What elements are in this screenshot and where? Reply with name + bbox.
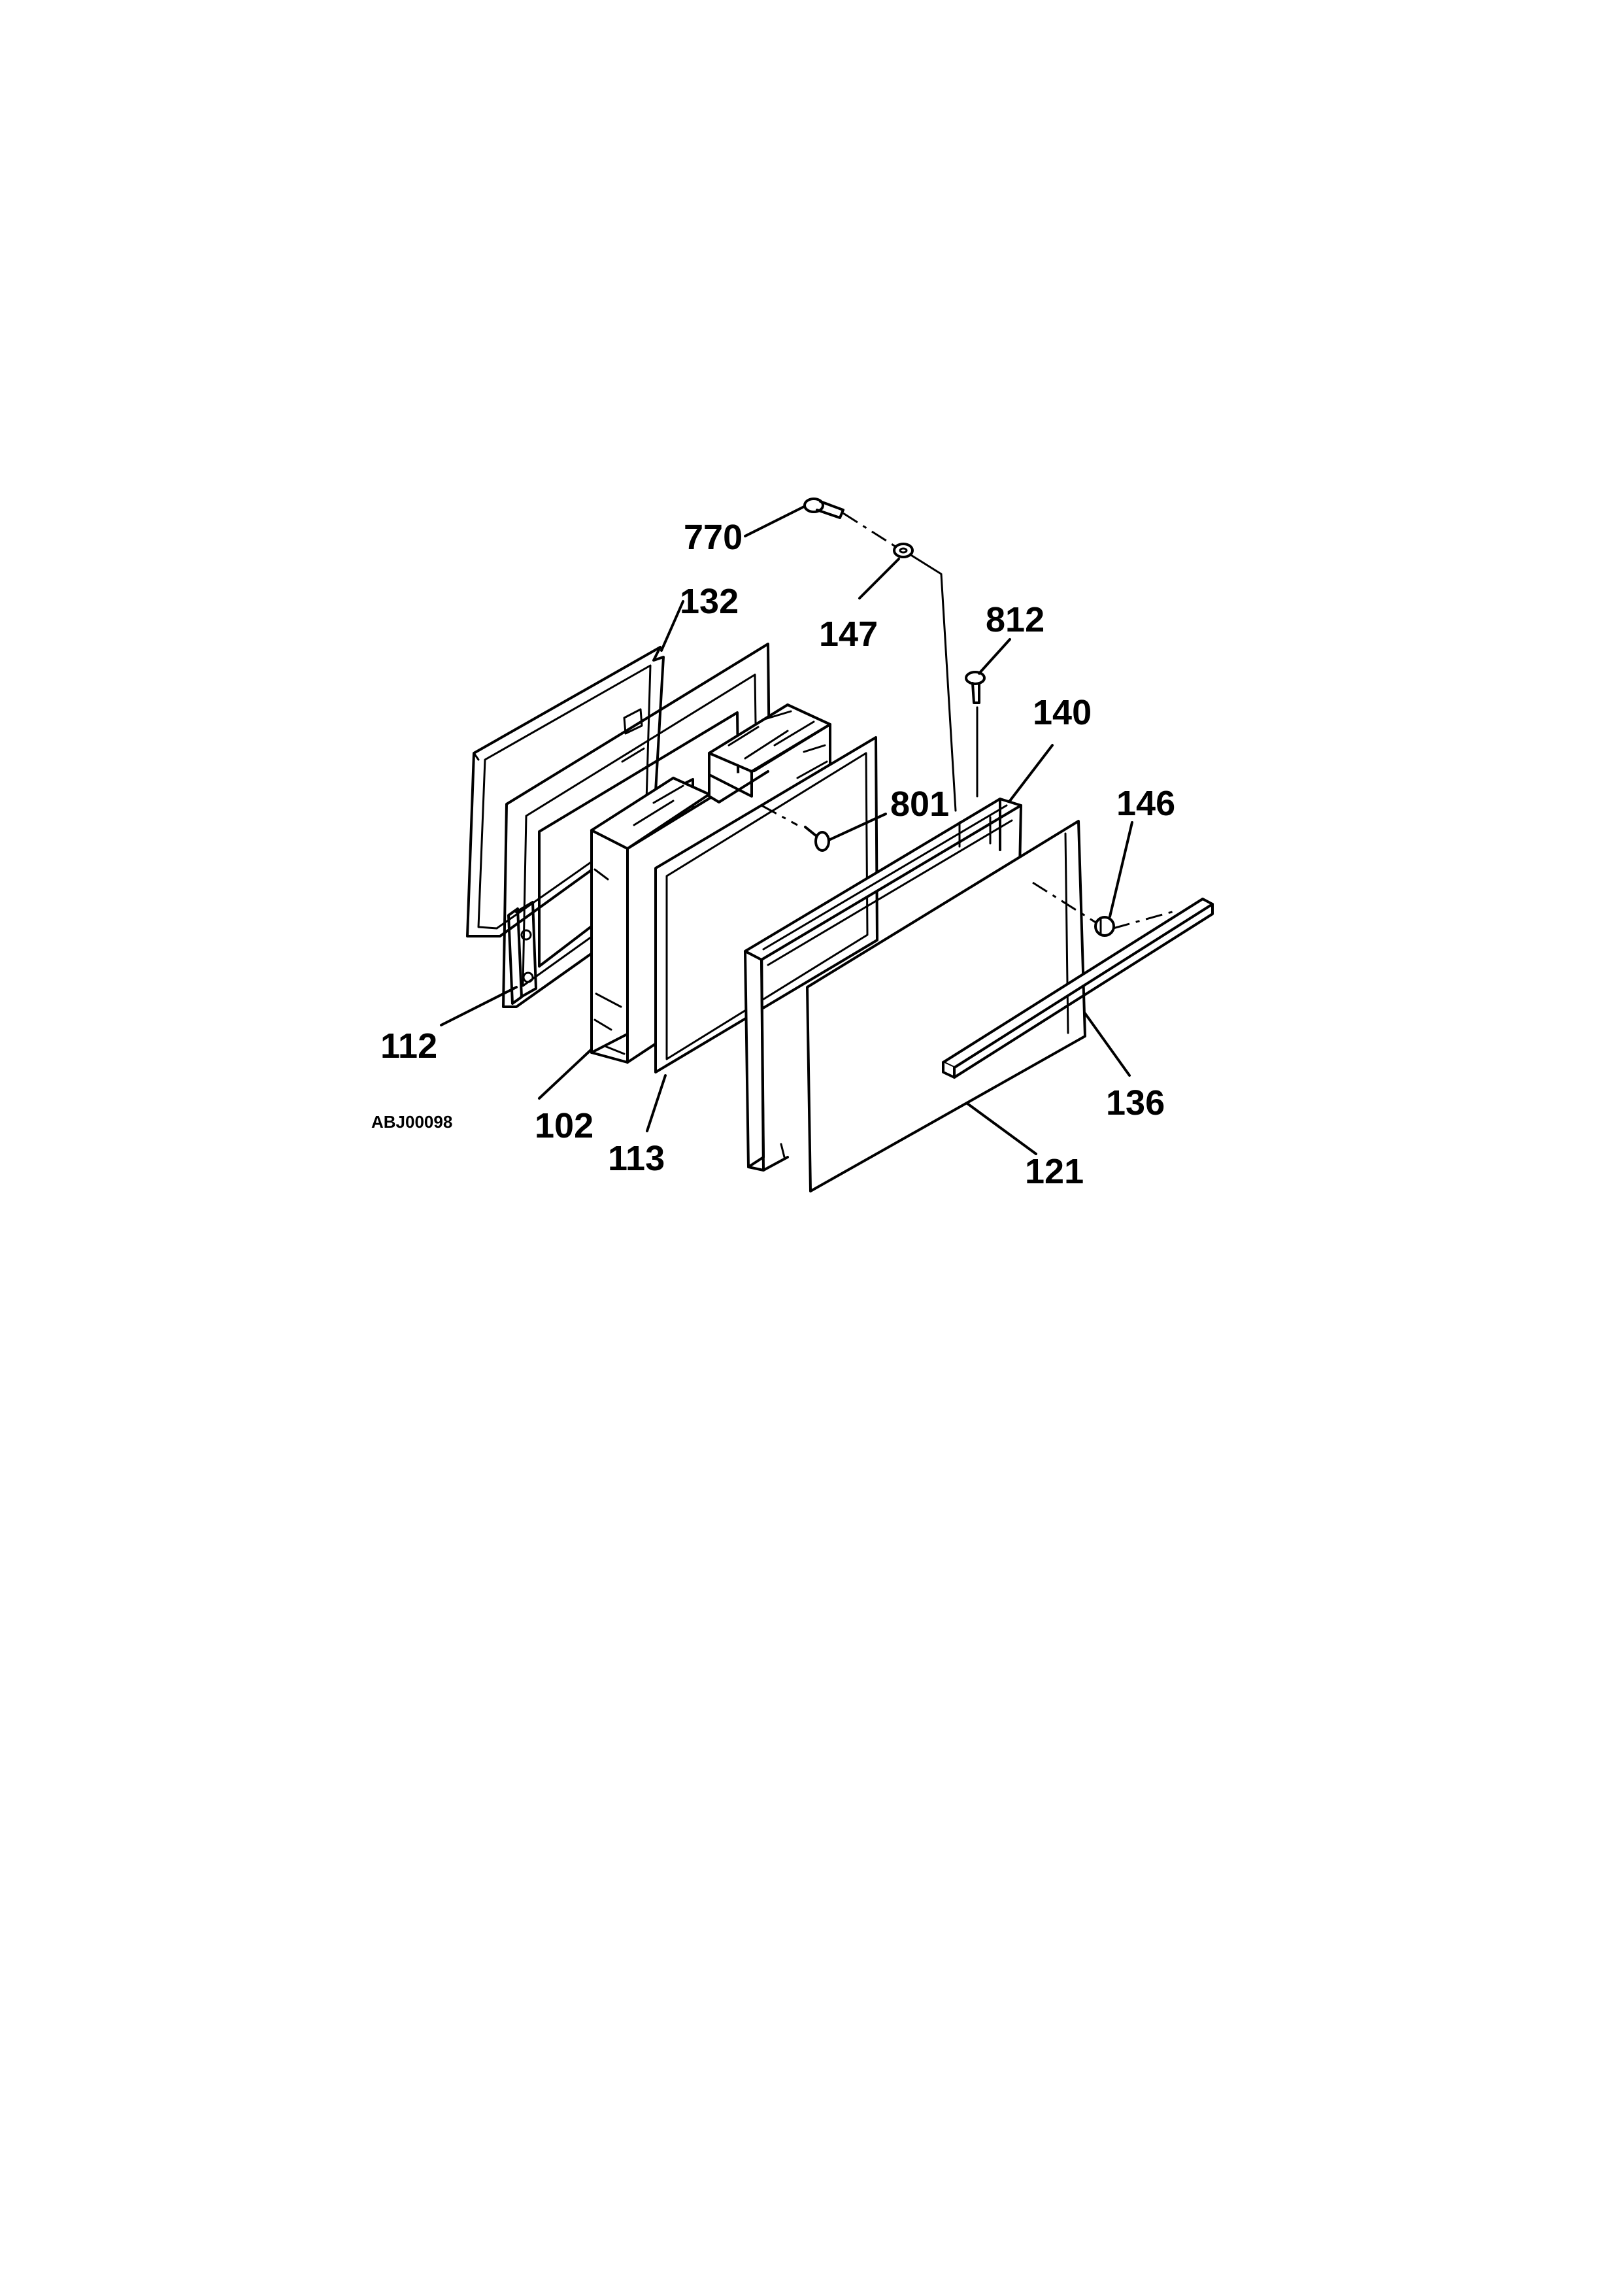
part-136-handle [942,898,1214,1079]
part-113-inner-glass [654,736,878,1073]
callout-121: 121 [1025,1152,1084,1191]
assembly-lines [761,512,1177,930]
diagram-code: ABJ00098 [371,1112,452,1132]
callout-136: 136 [1106,1083,1165,1123]
leader-lines [440,505,1133,1155]
part-146-bumper [1094,916,1115,937]
callout-147: 147 [819,615,878,654]
part-812-screw [965,671,986,704]
callout-132: 132 [680,582,739,621]
callout-labels: 770 132 147 812 140 801 146 112 136 102 … [371,518,1175,1191]
part-801-screw [804,826,830,852]
part-147-washer [893,543,914,558]
callout-770: 770 [684,518,743,557]
callout-102: 102 [535,1106,593,1145]
callout-140: 140 [1033,693,1092,732]
part-140-door-frame [744,798,1022,1172]
part-132-gasket [466,646,665,937]
callout-146: 146 [1116,784,1175,823]
callout-801: 801 [890,785,949,824]
callout-112: 112 [380,1026,437,1066]
part-770-screw [803,498,844,519]
callout-812: 812 [986,600,1044,639]
callout-113: 113 [608,1139,665,1178]
part-121-front-glass [806,820,1086,1192]
